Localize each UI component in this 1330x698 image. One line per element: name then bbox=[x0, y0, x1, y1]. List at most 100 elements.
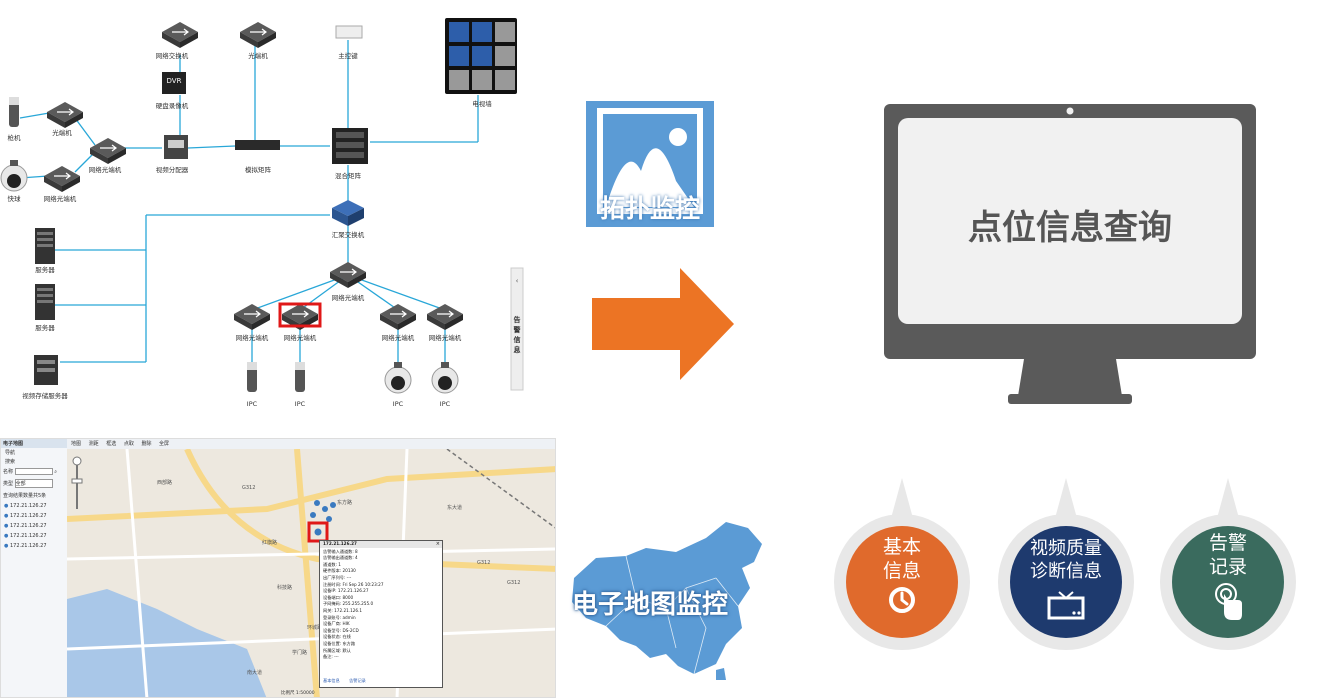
result-item[interactable]: ● 172.21.126.27 bbox=[4, 523, 47, 529]
picture-icon bbox=[597, 108, 703, 214]
popup-line: 告警输出通道数: 4 bbox=[323, 555, 358, 561]
popup-close-icon[interactable]: × bbox=[435, 541, 440, 547]
map-zoom-control[interactable] bbox=[71, 456, 83, 509]
result-item[interactable]: ● 172.21.126.27 bbox=[4, 503, 47, 509]
optical-top-icon bbox=[239, 21, 277, 49]
road-label: 西部路 bbox=[157, 479, 172, 486]
popup-link-basic[interactable]: 基本信息 bbox=[323, 678, 340, 684]
alarm-panel-chevron[interactable]: ‹ bbox=[516, 277, 519, 285]
label-net-optical-c: 网络光端机 bbox=[332, 293, 365, 302]
topology-diagram: DVR bbox=[0, 18, 524, 408]
map-canvas[interactable]: G312 东方路 G312 红旗路 科技路 东大道 西部路 环城路 南大道 学门… bbox=[67, 449, 556, 698]
popup-line: 通道数: 1 bbox=[323, 561, 341, 567]
label-ipc-3: IPC bbox=[393, 400, 404, 408]
result-item[interactable]: ● 172.21.126.27 bbox=[4, 533, 47, 539]
circle-basic-info-shape bbox=[834, 478, 970, 650]
circle-video-diagnosis[interactable]: 视频质量诊断信息 bbox=[998, 478, 1134, 650]
map-markers bbox=[310, 500, 336, 522]
label-ipc-2: IPC bbox=[295, 400, 306, 408]
search-icon[interactable]: ⌕ bbox=[54, 469, 58, 475]
sidebar-item-search[interactable]: 搜索 bbox=[5, 459, 16, 465]
circle-basic-info[interactable]: 基本信息 bbox=[834, 478, 970, 650]
popup-line: 注册时间: Fri Sep 26 10:23:27 bbox=[323, 581, 384, 587]
label-net-optical-b: 网络光端机 bbox=[44, 194, 77, 203]
road-label: 环城路 bbox=[307, 624, 322, 631]
toolbar-map[interactable]: 地图 bbox=[71, 441, 82, 447]
label-analog-matrix: 模拟矩阵 bbox=[245, 165, 272, 174]
optical-left-icon bbox=[46, 101, 84, 129]
toolbar-pick[interactable]: 点取 bbox=[123, 441, 134, 447]
popup-line: 出厂序列号: --- bbox=[323, 574, 352, 580]
circle-basic-info-label: 基本信息 bbox=[882, 536, 921, 582]
popup-line: 子网掩码: 255.255.255.0 bbox=[323, 601, 374, 607]
splitter-icon bbox=[164, 135, 188, 159]
label-ipc-4: IPC bbox=[440, 400, 451, 408]
search-input[interactable] bbox=[14, 468, 53, 475]
label-leaf-1: 网络光端机 bbox=[236, 333, 269, 342]
circle-alarm-records-shape bbox=[1160, 478, 1296, 650]
label-storage: 视频存储服务器 bbox=[22, 391, 68, 400]
server-2-icon bbox=[35, 284, 55, 320]
road-label: G312 bbox=[242, 485, 255, 491]
type-label: 类型 bbox=[3, 481, 14, 487]
toolbar-fullscreen[interactable]: 全屏 bbox=[159, 441, 170, 447]
popup-line: 硬件版本: 20130 bbox=[323, 568, 356, 574]
result-item[interactable]: ● 172.21.126.27 bbox=[4, 513, 47, 519]
label-optical-top: 光端机 bbox=[248, 51, 268, 60]
map-badge-title: 电子地图监控 bbox=[572, 590, 729, 620]
touch-icon bbox=[1215, 583, 1242, 620]
label-ipc-1: IPC bbox=[247, 400, 258, 408]
road-label: 东大道 bbox=[447, 504, 462, 511]
leaf-4-icon bbox=[426, 303, 464, 331]
dome-camera-icon bbox=[0, 159, 28, 192]
circle-alarm-records[interactable]: 告警记录 bbox=[1160, 478, 1296, 650]
device-popup: 172.21.126.27 × 告警输入通道数: 8 告警输出通道数: 4 通道… bbox=[319, 540, 443, 688]
result-title: 查询结果数量共5条 bbox=[3, 493, 47, 499]
analog-matrix-icon bbox=[235, 140, 280, 150]
popup-line: 所属区域: 默认 bbox=[323, 647, 351, 653]
label-dvr: 硬盘录像机 bbox=[156, 101, 189, 110]
popup-line: 设备端口: 8000 bbox=[323, 594, 354, 600]
type-select[interactable]: 全部 bbox=[14, 479, 53, 488]
popup-line: 告警输入通道数: 8 bbox=[323, 548, 358, 554]
popup-line: 设备型号: DS-2CD bbox=[323, 627, 359, 633]
toolbar-measure[interactable]: 测距 bbox=[88, 441, 99, 447]
label-splitter: 视频分配器 bbox=[156, 165, 189, 174]
arrow-right-icon bbox=[592, 268, 734, 380]
selected-marker-highlight bbox=[307, 521, 329, 543]
label-tv-wall: 电视墙 bbox=[472, 99, 492, 108]
road-label: 科技路 bbox=[277, 584, 292, 591]
svg-text:DVR: DVR bbox=[167, 77, 182, 85]
label-agg-switch: 汇聚交换机 bbox=[332, 230, 365, 239]
toolbar-delete[interactable]: 删除 bbox=[141, 441, 152, 447]
popup-link-alarm[interactable]: 告警记录 bbox=[349, 678, 366, 684]
popup-line: 网关: 172.21.126.1 bbox=[323, 607, 363, 613]
search-name-label: 名称 bbox=[3, 469, 14, 475]
result-item[interactable]: ● 172.21.126.27 bbox=[4, 543, 47, 549]
switch-top-icon bbox=[161, 21, 199, 49]
popup-line: 设备厂商: HIK bbox=[323, 621, 350, 627]
gun-camera-icon bbox=[9, 97, 19, 127]
sidebar-item-nav[interactable]: 导航 bbox=[5, 450, 16, 456]
label-server-2: 服务器 bbox=[35, 323, 55, 332]
toolbar-select[interactable]: 框选 bbox=[106, 441, 117, 447]
road-label: G312 bbox=[507, 580, 520, 586]
storage-server-icon bbox=[34, 355, 58, 385]
monitor-text: 点位信息查询 bbox=[968, 208, 1172, 248]
hybrid-matrix-icon bbox=[332, 128, 368, 164]
tv-icon bbox=[1047, 591, 1085, 620]
label-hybrid-matrix: 混合矩阵 bbox=[335, 171, 362, 180]
map-screenshot: 电子地图 导航 搜索 名称 ⌕ 类型 全部 查询结果数量共5条 ● 172.21… bbox=[0, 438, 556, 698]
topology-badge: 拓扑监控 bbox=[586, 101, 714, 227]
circle-video-diagnosis-label: 视频质量诊断信息 bbox=[1030, 538, 1102, 582]
ipc-1-icon bbox=[247, 362, 257, 392]
net-optical-b-icon bbox=[43, 165, 81, 193]
label-leaf-2: 网络光端机 bbox=[284, 333, 317, 342]
aggregation-switch-icon bbox=[332, 200, 364, 226]
net-optical-a-icon bbox=[89, 137, 127, 165]
ipc-3-icon bbox=[384, 361, 412, 394]
popup-title: 172.21.126.27 bbox=[320, 541, 442, 548]
leaf-1-icon bbox=[233, 303, 271, 331]
popup-line: 设备位置: 东方路 bbox=[323, 640, 356, 646]
alarm-panel-label[interactable]: 告警信息 bbox=[513, 316, 521, 354]
